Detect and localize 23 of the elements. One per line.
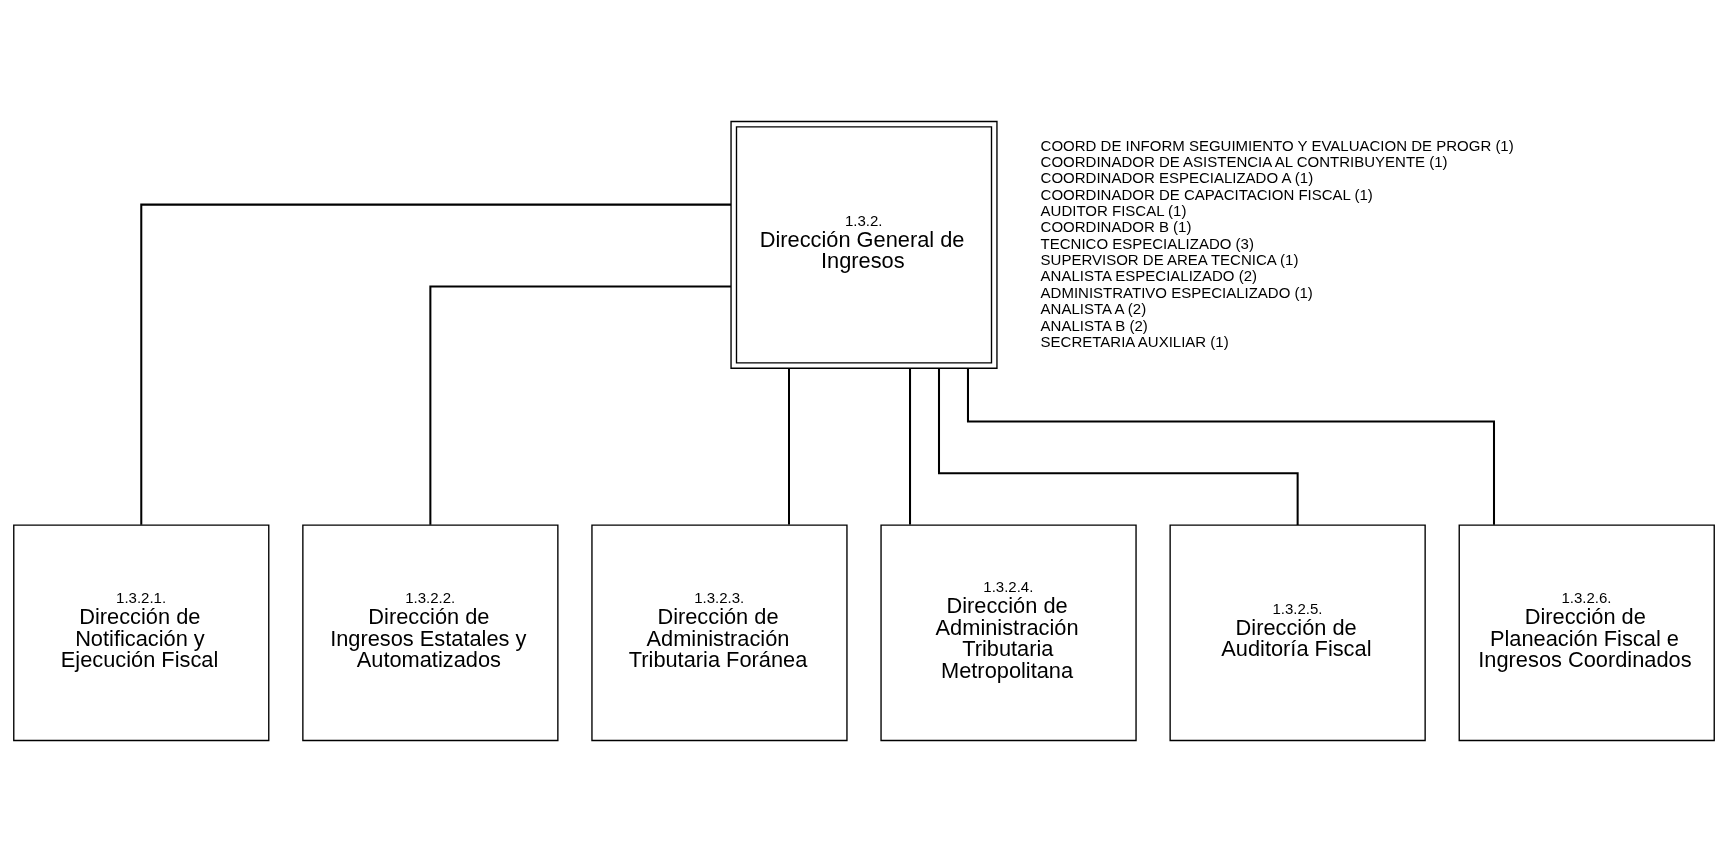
connector [966, 368, 1496, 525]
node-label: TECNICO ESPECIALIZADO (3) [1040, 234, 1254, 252]
connector [429, 284, 731, 525]
node-box: 1.3.2.5. Dirección de Auditoría Fiscal [1169, 523, 1426, 741]
connector [787, 368, 791, 525]
connector [140, 203, 731, 525]
node-box: 1.3.2.2. Dirección de Ingresos Estatales y Automatizados [302, 523, 559, 741]
node-label: ANALISTA B (2) [1040, 316, 1148, 333]
connector [937, 367, 1299, 525]
node-label: COORDINADOR DE CAPACITACION FISCAL (1) [1040, 185, 1373, 203]
node-label: AUDITOR FISCAL (1) [1040, 201, 1187, 219]
node-box: 1.3.2. Dirección General de Ingresos [730, 120, 998, 369]
node-label: COORDINADOR DE ASISTENCIA AL CONTRIBUYENTE (1) [1040, 152, 1448, 170]
node-label: ANALISTA A (2) [1040, 299, 1147, 317]
node-box: 1.3.2.3. Dirección de Administración Tributaria Foránea [591, 523, 848, 741]
node-label: COORDINADOR ESPECIALIZADO A (1) [1040, 168, 1314, 186]
node-box: 1.3.2.4. Dirección de Administración Tributaria Metropolitana [880, 523, 1137, 741]
node-label: COORD DE INFORM SEGUIMIENTO Y EVALUACION DE PROGR (1) [1040, 136, 1514, 153]
node-box: 1.3.2.1. Dirección de Notificación y Ejecución Fiscal [13, 523, 270, 741]
connector [909, 368, 912, 525]
node-label: ADMINISTRATIVO ESPECIALIZADO (1) [1040, 283, 1313, 301]
node-box: 1.3.2.6. Dirección de Planeación Fiscal e Ingresos Coordinados [1458, 523, 1715, 741]
node-label: ANALISTA ESPECIALIZADO (2) [1040, 266, 1258, 284]
